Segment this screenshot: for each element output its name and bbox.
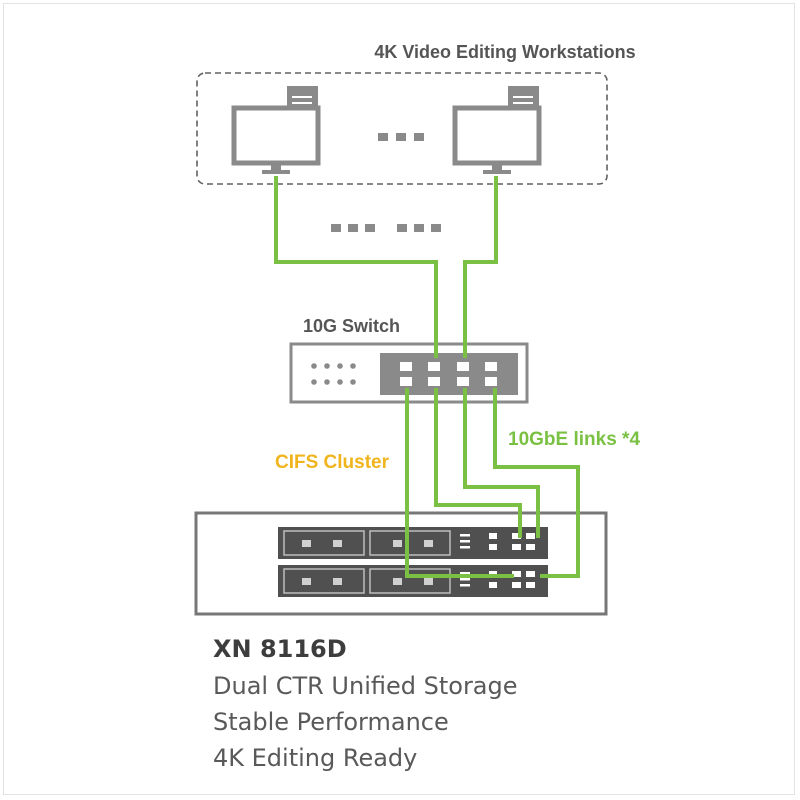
workstation-icon [452,86,542,174]
workstation-cable [463,176,498,358]
workstation-icon [231,86,321,174]
cifs-cluster-label: CIFS Cluster [275,452,390,473]
product-feature: Dual CTR Unified Storage [213,672,518,700]
image-frame [3,3,795,795]
storage-cable [463,388,540,538]
storage-cable [405,388,514,578]
storage-cable [434,388,522,538]
product-model: XN 8116D [213,635,347,663]
storage-appliance [194,511,608,616]
workstations-group [196,72,608,185]
product-feature: Stable Performance [213,708,449,736]
product-feature: 4K Editing Ready [213,744,418,772]
controller-unit [278,527,548,559]
workstation-cable [274,176,438,358]
storage-cable [493,388,580,578]
product-caption: XN 8116D Dual CTR Unified Storage Stable… [213,632,518,776]
more-workstations-ellipsis [378,133,424,141]
switch-label: 10G Switch [303,316,400,336]
cables [274,176,580,578]
workstations-label: 4K Video Editing Workstations [374,42,635,62]
more-connections-ellipsis [331,224,441,232]
links-label: 10GbE links *4 [508,429,640,450]
controller-unit [278,565,548,597]
